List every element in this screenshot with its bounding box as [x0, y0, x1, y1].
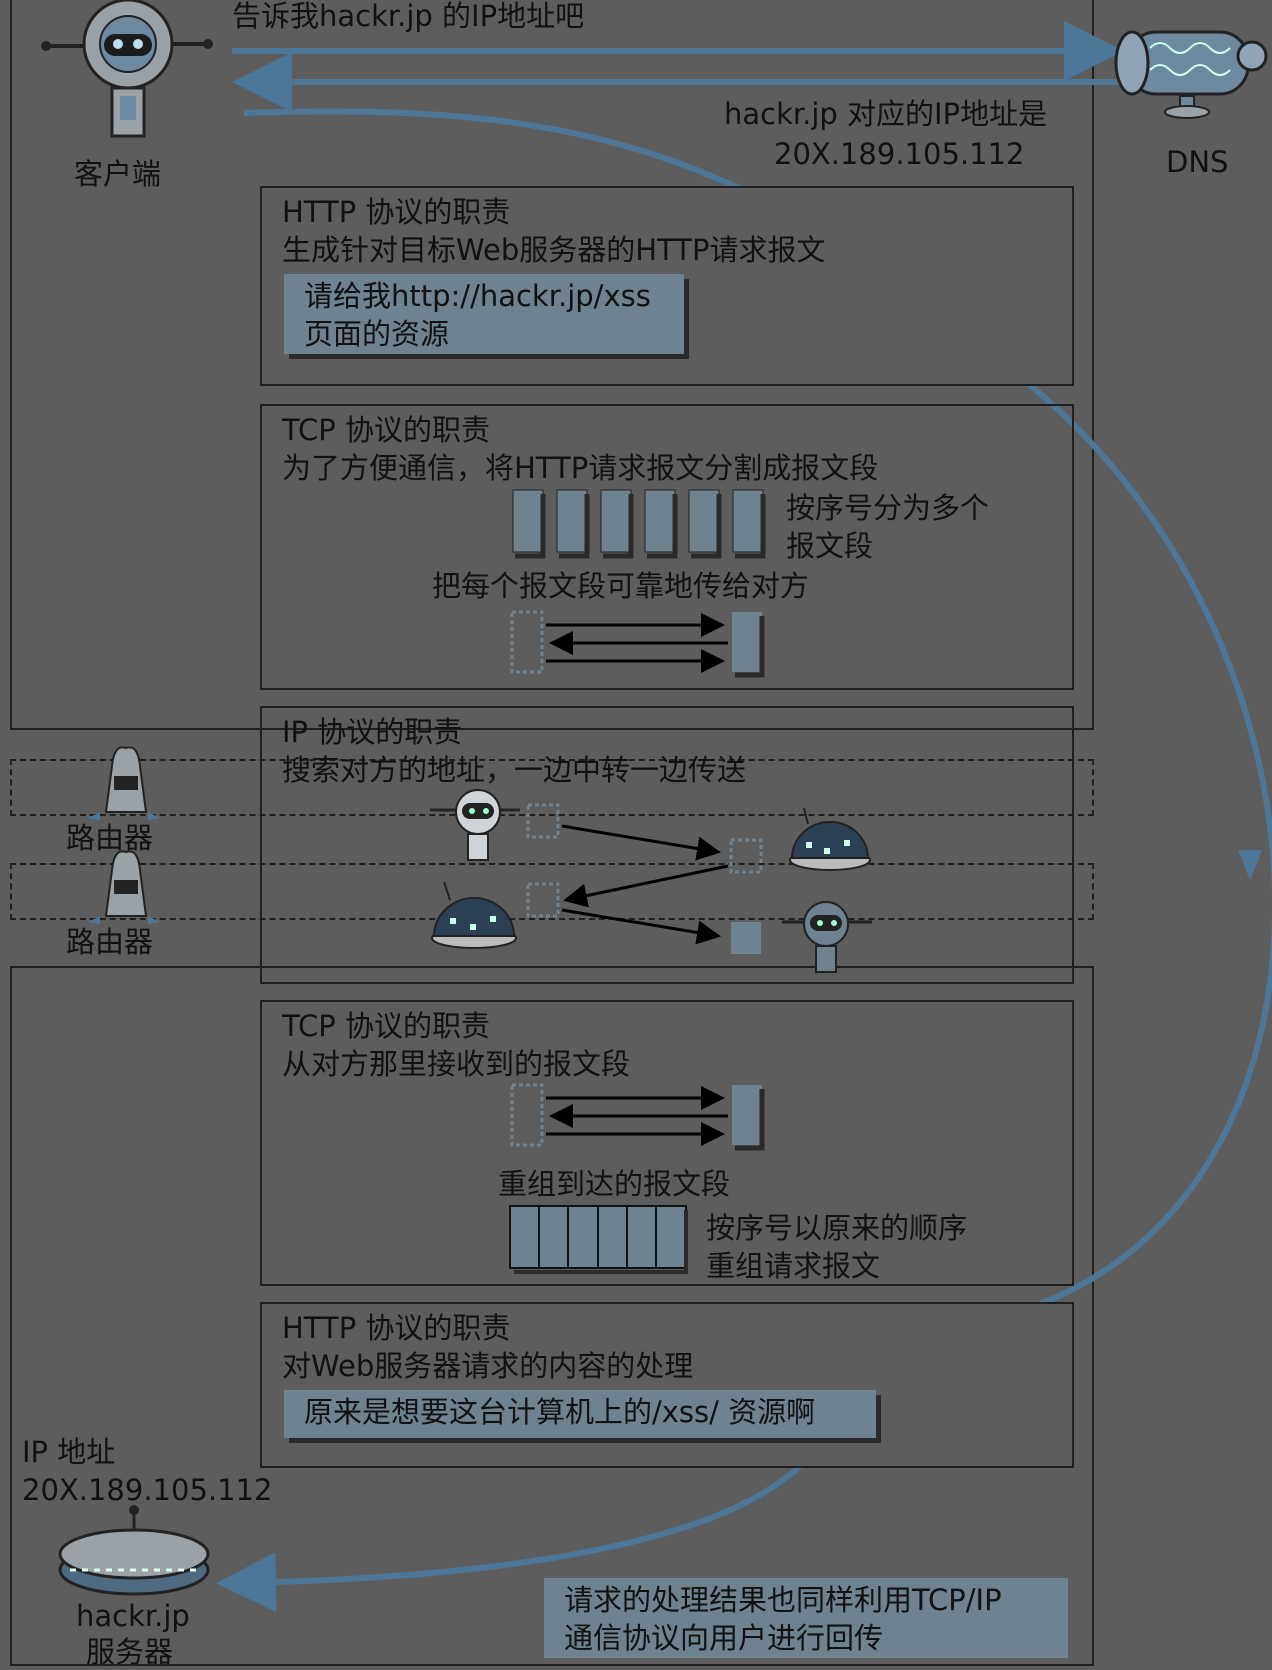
dns-server-icon	[1114, 30, 1268, 119]
request-note-line-2: 页面的资源	[304, 317, 450, 351]
client-robot-icon	[41, 0, 213, 138]
dns-response-text-2: 20X.189.105.112	[774, 137, 1025, 171]
return-note-line-2: 通信协议向用户进行回传	[564, 1621, 884, 1655]
panel-description: 生成针对目标Web服务器的HTTP请求报文	[282, 233, 826, 267]
panel-title: HTTP 协议的职责	[282, 1311, 511, 1345]
panel-description: 为了方便通信，将HTTP请求报文分割成报文段	[282, 451, 879, 485]
panel-description: 从对方那里接收到的报文段	[282, 1047, 631, 1081]
router-icon	[88, 746, 160, 820]
order-caption-2: 重组请求报文	[706, 1249, 881, 1283]
server-disk-icon	[58, 1505, 210, 1596]
return-note: 请求的处理结果也同样利用TCP/IP 通信协议向用户进行回传	[544, 1578, 1068, 1658]
dome-router-icon	[789, 807, 871, 871]
segment-caption-2: 报文段	[786, 529, 874, 563]
server-ip-value: 20X.189.105.112	[22, 1473, 273, 1507]
return-arrow	[216, 1463, 803, 1613]
router-band-1	[10, 759, 1094, 816]
server-name-1: hackr.jp	[76, 1599, 190, 1633]
segment-caption-1: 按序号分为多个	[786, 491, 990, 525]
client-label: 客户端	[74, 157, 162, 191]
server-name-2: 服务器	[86, 1635, 174, 1669]
http-client-panel: HTTP 协议的职责 生成针对目标Web服务器的HTTP请求报文 请给我http…	[260, 186, 1074, 386]
robot-small-icon-2	[782, 901, 872, 973]
reliable-caption: 把每个报文段可靠地传给对方	[432, 569, 810, 603]
segment-blocks	[512, 489, 764, 553]
processing-note-text: 原来是想要这台计算机上的/xss/ 资源啊	[304, 1395, 816, 1429]
tcp-server-panel: TCP 协议的职责 从对方那里接收到的报文段 重组到达的报文段 按序号以原来的顺…	[260, 1000, 1074, 1286]
request-arc	[243, 108, 1272, 1307]
router-icon-2	[88, 850, 160, 924]
server-ip-label: IP 地址	[22, 1435, 116, 1469]
panel-title: HTTP 协议的职责	[282, 195, 511, 229]
http-server-panel: HTTP 协议的职责 对Web服务器请求的内容的处理 原来是想要这台计算机上的/…	[260, 1302, 1074, 1468]
dns-request-text: 告诉我hackr.jp 的IP地址吧	[232, 0, 585, 33]
reassembled-message-icon	[509, 1205, 688, 1274]
router-label: 路由器	[66, 821, 154, 855]
panel-description: 对Web服务器请求的内容的处理	[282, 1349, 694, 1383]
client-frame	[10, 0, 1094, 730]
router-band-2	[10, 863, 1094, 920]
router-label-2: 路由器	[66, 925, 154, 959]
panel-title: TCP 协议的职责	[282, 1009, 490, 1043]
ip-panel: IP 协议的职责 搜索对方的地址，一边中转一边传送	[260, 706, 1074, 984]
robot-small-icon	[430, 789, 520, 861]
tcp-client-panel: TCP 协议的职责 为了方便通信，将HTTP请求报文分割成报文段 按序号分为多个…	[260, 404, 1074, 690]
panel-description: 搜索对方的地址，一边中转一边传送	[282, 753, 747, 787]
processing-note: 原来是想要这台计算机上的/xss/ 资源啊	[284, 1390, 876, 1438]
reassemble-caption: 重组到达的报文段	[498, 1167, 731, 1201]
request-note: 请给我http://hackr.jp/xss 页面的资源	[284, 274, 684, 354]
return-note-line-1: 请求的处理结果也同样利用TCP/IP	[564, 1583, 1002, 1617]
request-note-line-1: 请给我http://hackr.jp/xss	[304, 279, 651, 313]
dns-label: DNS	[1166, 145, 1229, 179]
order-caption-1: 按序号以原来的顺序	[706, 1211, 968, 1245]
dome-router-icon-2	[431, 881, 517, 949]
dns-response-text-1: hackr.jp 对应的IP地址是	[724, 97, 1048, 131]
panel-title: TCP 协议的职责	[282, 413, 490, 447]
panel-title: IP 协议的职责	[282, 715, 463, 749]
